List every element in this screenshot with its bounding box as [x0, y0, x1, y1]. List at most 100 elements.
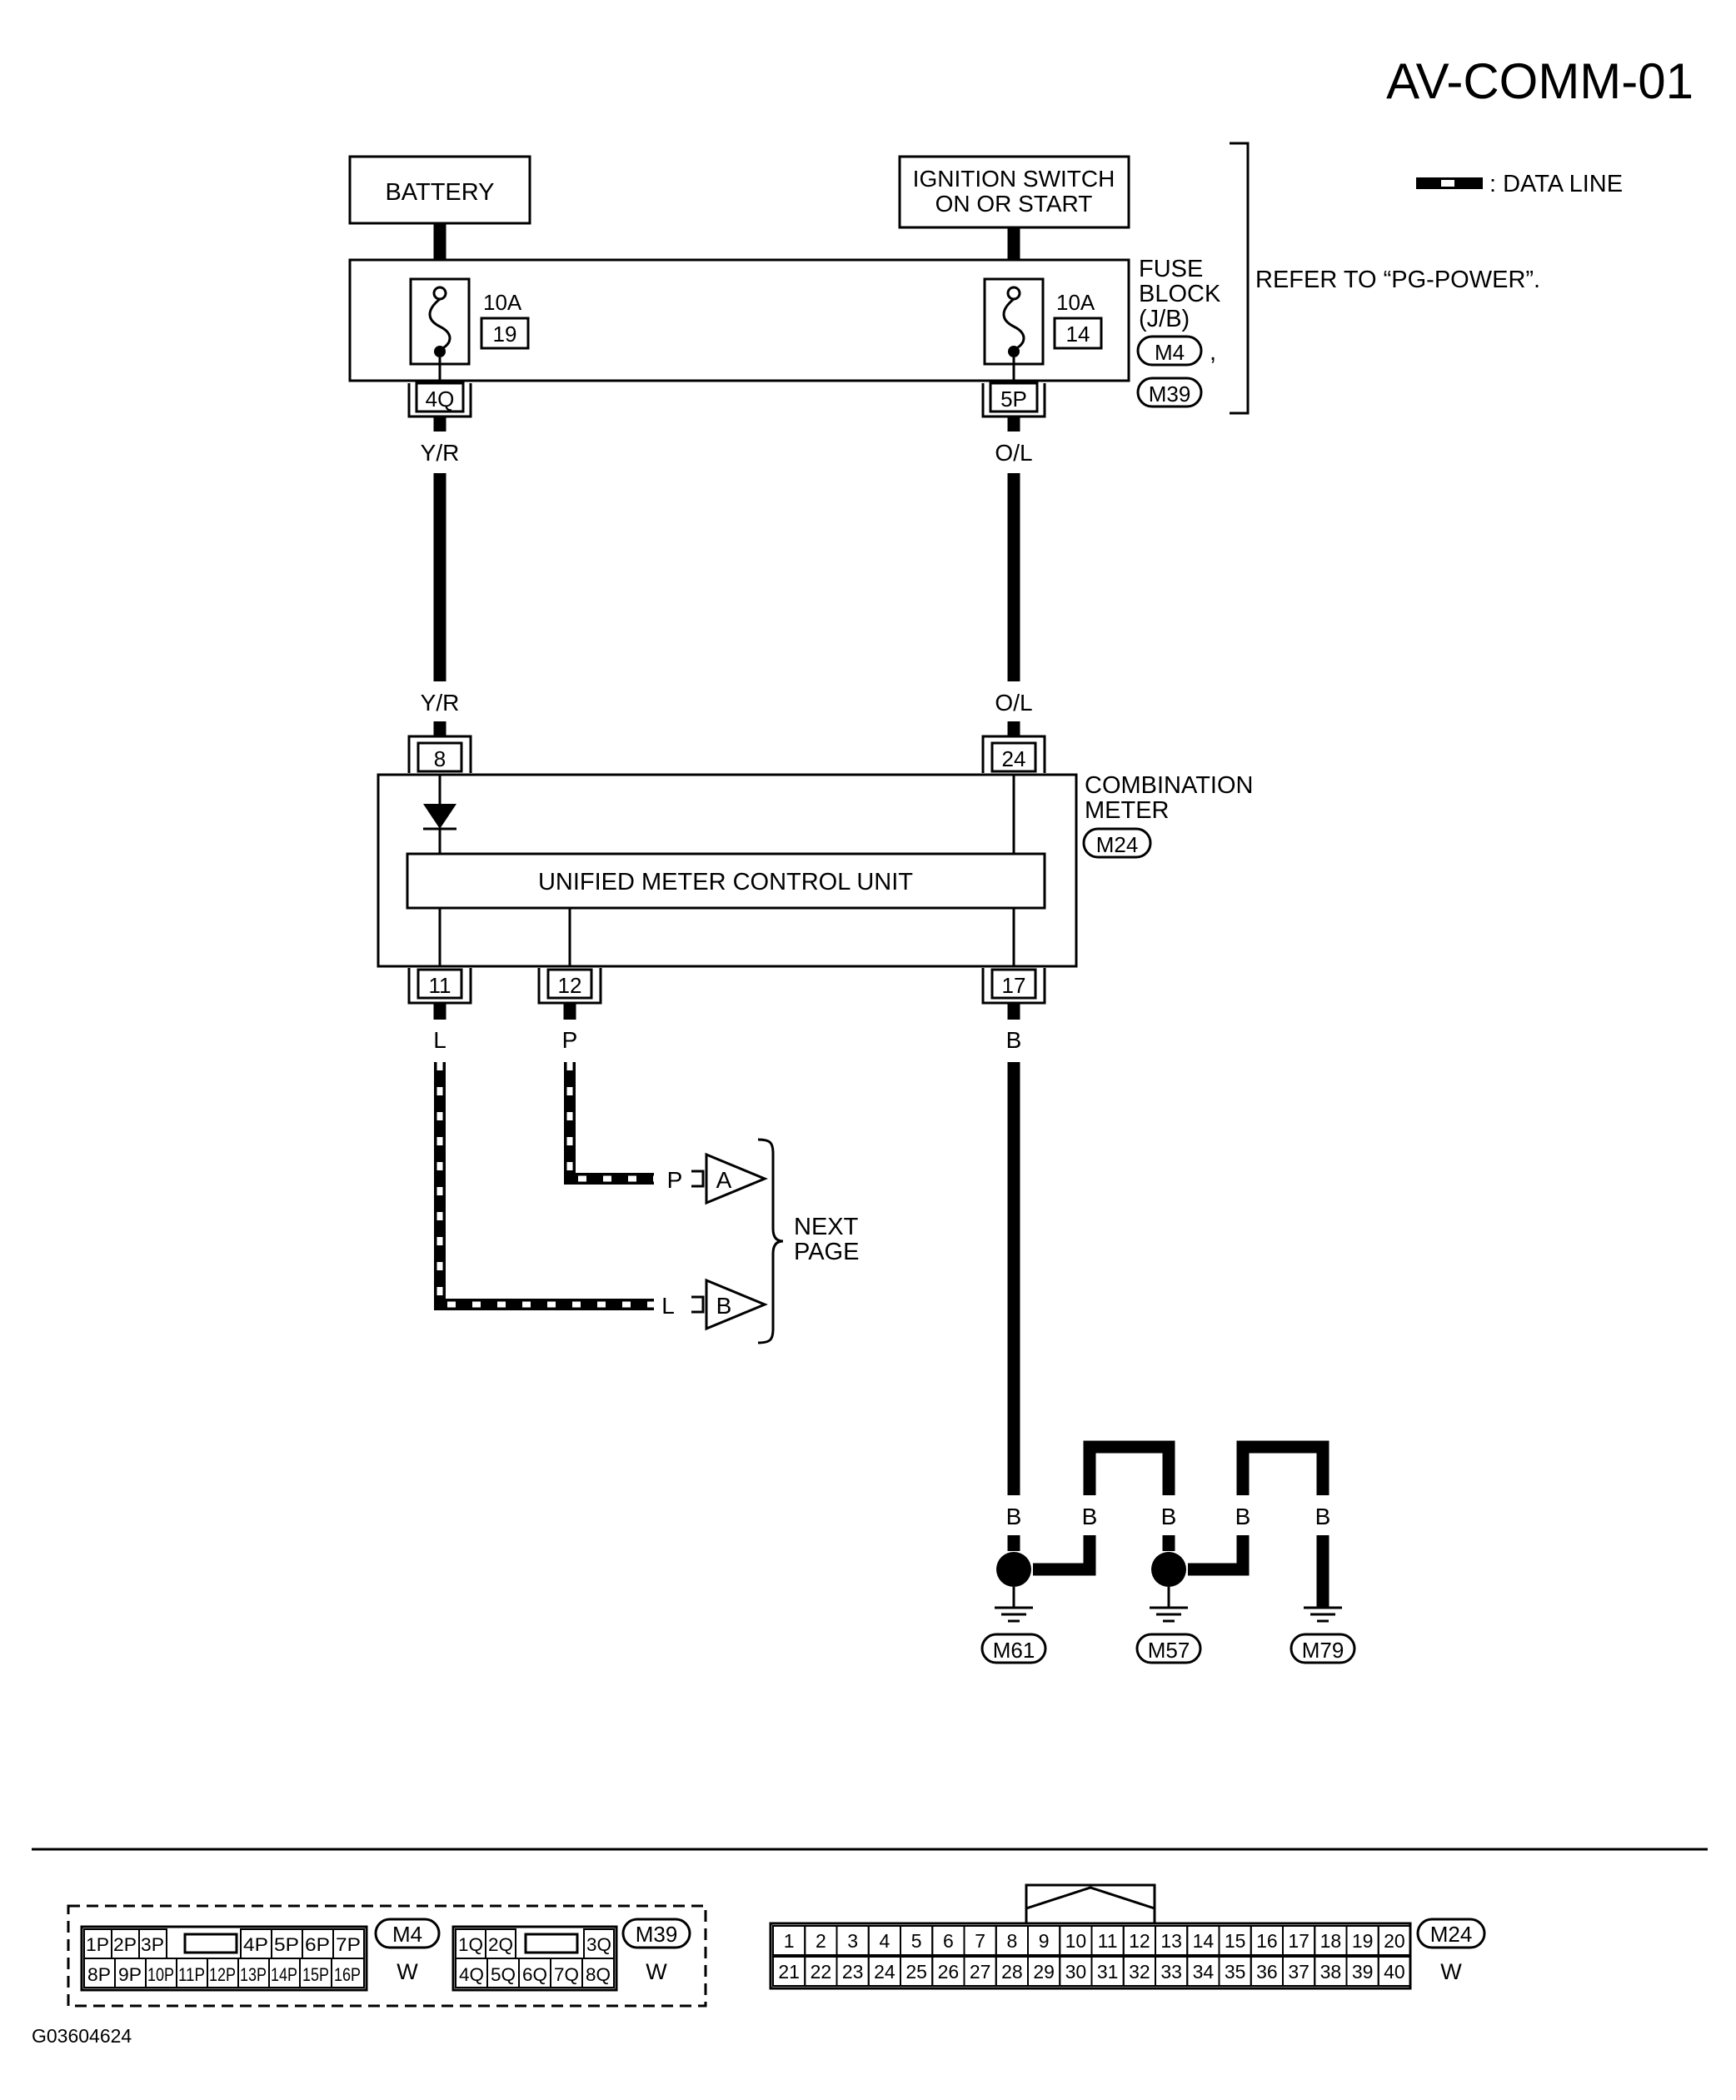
svg-text:15P: 15P [302, 1964, 329, 1985]
svg-text:5P: 5P [274, 1934, 299, 1955]
m24-pin-cell [1377, 1956, 1411, 1987]
fuse-14-number: 14 [1066, 322, 1090, 347]
svg-text:2P: 2P [113, 1934, 137, 1955]
wire-yr-top: Y/R [421, 440, 460, 466]
m4-row1: 1P 2P 3P 4P 5P 6P 7P [83, 1928, 365, 1959]
fuse-block-connector-separator: , [1210, 339, 1216, 366]
ground-label-m79: M79 [1290, 1633, 1356, 1664]
meter-terminal-8: 8 [407, 735, 472, 773]
ground-symbol-m57 [1150, 1606, 1188, 1623]
m24-connector-color: W [1440, 1959, 1462, 1984]
svg-text:2Q: 2Q [488, 1934, 513, 1955]
svg-text:9P: 9P [118, 1964, 142, 1985]
svg-text:12P: 12P [209, 1964, 236, 1985]
m39-connector-id: M39 [636, 1922, 678, 1947]
svg-text:3Q: 3Q [586, 1934, 611, 1955]
fuse-block: 10A 19 10A 14 [348, 258, 1130, 382]
ground-label-m57: M57 [1135, 1633, 1202, 1664]
svg-text:M57: M57 [1148, 1638, 1190, 1663]
ground-symbol-m79 [1304, 1606, 1342, 1623]
svg-text:6Q: 6Q [522, 1964, 547, 1985]
connector-view-m39: 1Q 2Q 3Q 4Q 5Q 6Q 7Q 8Q M39 W [451, 1918, 691, 1992]
svg-text:11P: 11P [178, 1964, 205, 1985]
data-line-legend: : DATA LINE [1416, 171, 1623, 197]
fuse-block-connector-m4: M4 [1136, 335, 1203, 367]
m24-pin-label: 1 [784, 1930, 795, 1952]
combination-meter-label-1: COMBINATION [1085, 772, 1253, 799]
m24-pin-label: 26 [938, 1961, 960, 1983]
meter-terminal-12: 12 [537, 968, 602, 1005]
svg-text:M79: M79 [1302, 1638, 1344, 1663]
next-page-brace [757, 1138, 784, 1344]
m24-pin-label: 15 [1225, 1930, 1246, 1952]
fuse-19: 10A 19 [409, 277, 530, 366]
data-line-l [434, 1062, 654, 1310]
m24-pin-label: 20 [1384, 1930, 1405, 1952]
splice-m57 [1151, 1552, 1186, 1587]
next-page-arrow-b[interactable]: B [705, 1278, 768, 1331]
m24-pin-label: 13 [1160, 1930, 1182, 1952]
m24-pin-label: 38 [1320, 1961, 1342, 1983]
m39-connector-color: W [646, 1959, 667, 1984]
svg-text:7P: 7P [336, 1934, 361, 1955]
m24-pin-label: 25 [905, 1961, 927, 1983]
svg-text:11: 11 [429, 973, 451, 998]
combination-meter-connector-m24: M24 [1082, 827, 1152, 859]
m24-pin-label: 19 [1352, 1930, 1374, 1952]
svg-text:M61: M61 [993, 1638, 1035, 1663]
wire-ol-bottom: O/L [995, 690, 1032, 716]
svg-text:4Q: 4Q [426, 387, 455, 412]
next-page-arrow-a[interactable]: A [705, 1152, 768, 1205]
splice-m61 [996, 1552, 1031, 1587]
m24-pin-label: 27 [970, 1961, 991, 1983]
fuse-block-label-1: FUSE [1139, 256, 1203, 282]
svg-text:B: B [716, 1293, 732, 1319]
m24-pin-label: 6 [943, 1930, 954, 1952]
fuse-14-amp: 10A [1056, 290, 1095, 315]
svg-text:M4: M4 [1155, 340, 1185, 365]
svg-text:4P: 4P [243, 1934, 268, 1955]
m24-pin-cell [1377, 1925, 1411, 1956]
wire-yr-bottom: Y/R [421, 690, 460, 716]
ground-symbol-m61 [995, 1606, 1033, 1623]
meter-terminal-11: 11 [407, 968, 472, 1005]
battery-label: BATTERY [385, 179, 494, 206]
m24-pin-label: 17 [1288, 1930, 1309, 1952]
connector-view-m4: 1P 2P 3P 4P 5P 6P 7P 8P 9P 10P 11P 12P 1… [80, 1918, 441, 1992]
m24-pin-label: 18 [1320, 1930, 1342, 1952]
terminal-5p: 5P [981, 382, 1046, 418]
unified-meter-control-unit [406, 852, 1046, 910]
m24-pin-label: 10 [1065, 1930, 1087, 1952]
wire-b: B [1006, 1027, 1022, 1053]
wire-l: L [433, 1027, 446, 1053]
m39-row2: 4Q 5Q 6Q 7Q 8Q [455, 1958, 615, 1988]
m24-pin-label: 11 [1098, 1930, 1118, 1952]
svg-text:5Q: 5Q [491, 1964, 516, 1985]
m24-pin-label: 9 [1039, 1930, 1050, 1952]
next-page-wire-p: P [667, 1167, 683, 1193]
svg-text:16P: 16P [334, 1964, 361, 1985]
next-page-wire-l: L [661, 1293, 675, 1319]
m24-pin-label: 33 [1160, 1961, 1182, 1983]
ground-label-m61: M61 [980, 1633, 1047, 1664]
svg-text:M39: M39 [1149, 382, 1191, 407]
ground-wire-b-2: B [1082, 1504, 1098, 1529]
m24-pin-label: 40 [1384, 1961, 1405, 1983]
fuse-14: 10A 14 [983, 277, 1103, 366]
m24-pin-label: 28 [1001, 1961, 1023, 1983]
wire-p: P [562, 1027, 578, 1053]
m24-pin-label: 5 [911, 1930, 922, 1952]
svg-text:A: A [716, 1167, 732, 1193]
meter-terminal-24: 24 [981, 735, 1046, 773]
m24-pin-label: 22 [811, 1961, 832, 1983]
m24-pin-label: 14 [1193, 1930, 1215, 1952]
m24-pin-label: 31 [1097, 1961, 1119, 1983]
svg-text:4Q: 4Q [459, 1964, 484, 1985]
svg-text:3P: 3P [141, 1934, 164, 1955]
svg-text:10P: 10P [147, 1964, 174, 1985]
unified-meter-control-unit-label: UNIFIED METER CONTROL UNIT [538, 869, 913, 895]
page-id: AV-COMM-01 [1386, 53, 1694, 109]
next-page-label-2: PAGE [794, 1239, 859, 1265]
